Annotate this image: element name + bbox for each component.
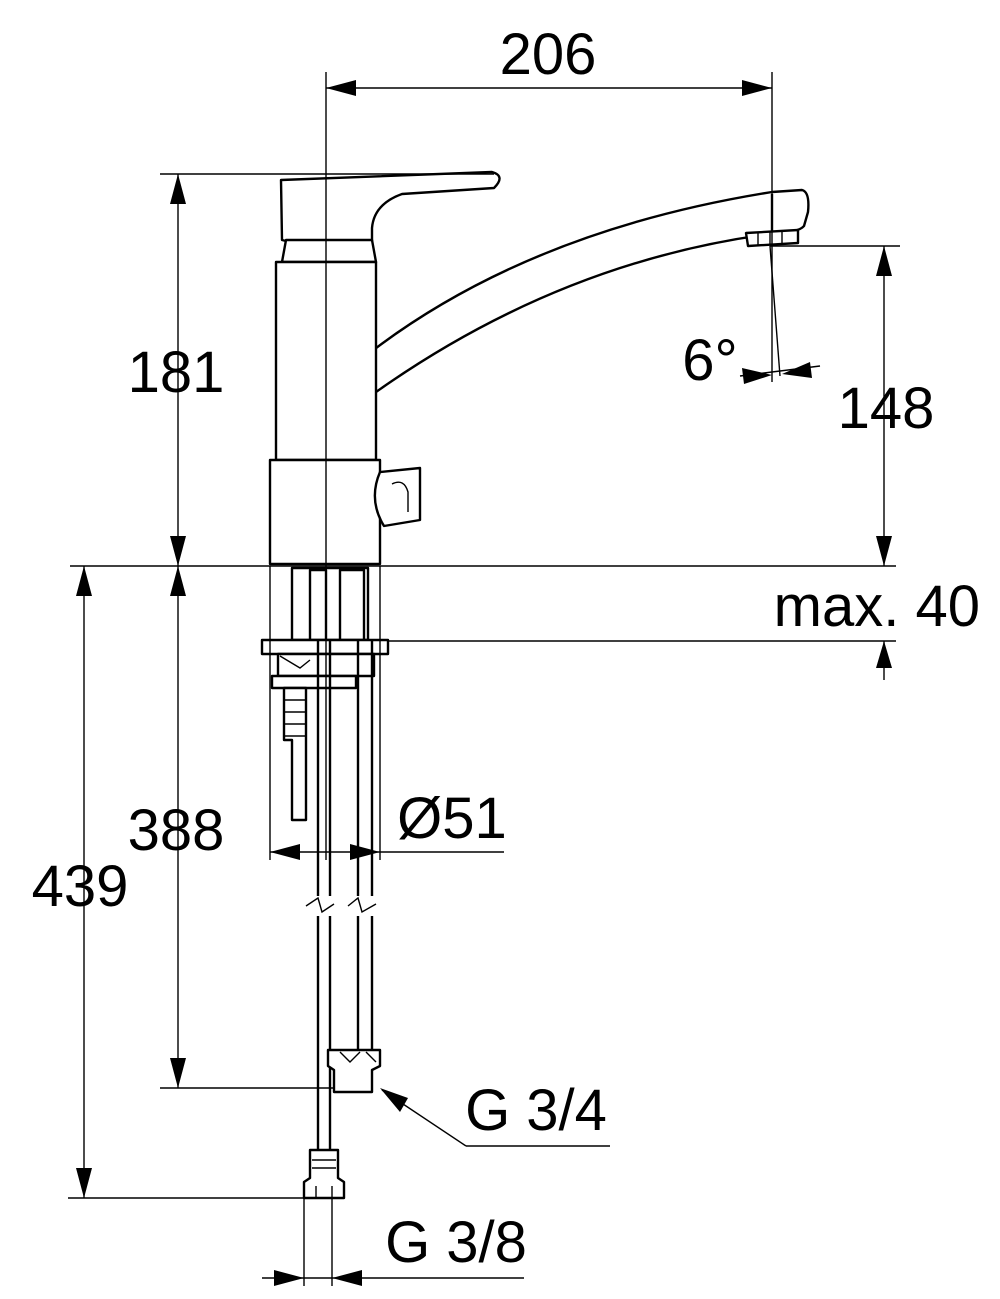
connector-g34 [326, 1048, 382, 1094]
dimension-labels: 206 181 6° 148 max. 40 388 Ø51 439 G 3/4… [32, 22, 980, 1275]
stud-left [308, 568, 328, 642]
label-181: 181 [128, 340, 225, 405]
hose-right [356, 640, 374, 896]
label-51: Ø51 [397, 786, 507, 851]
break-line [305, 896, 377, 914]
spout [356, 188, 810, 394]
label-max-40: max. 40 [774, 574, 980, 639]
faucet-outline [260, 170, 810, 1200]
label-6deg: 6° [682, 328, 737, 393]
lever-neck [280, 238, 378, 264]
counter-plate [260, 638, 390, 656]
clamp-nut [270, 674, 358, 690]
side-knob [373, 466, 422, 528]
hose-left [316, 640, 332, 896]
hose-left-lower [316, 916, 332, 1176]
label-g34: G 3/4 [465, 1078, 607, 1143]
dimension-lines [68, 72, 900, 1286]
hose-right-lower [356, 916, 374, 1050]
body-lower [268, 458, 382, 566]
label-206: 206 [500, 22, 597, 87]
label-439: 439 [32, 854, 129, 919]
label-g38: G 3/8 [385, 1210, 527, 1275]
label-148: 148 [838, 376, 935, 441]
connector-g38 [302, 1148, 346, 1200]
label-388: 388 [128, 798, 225, 863]
mounting-bolt [282, 686, 308, 822]
stud-right [338, 568, 366, 642]
angle-ray [769, 245, 781, 377]
